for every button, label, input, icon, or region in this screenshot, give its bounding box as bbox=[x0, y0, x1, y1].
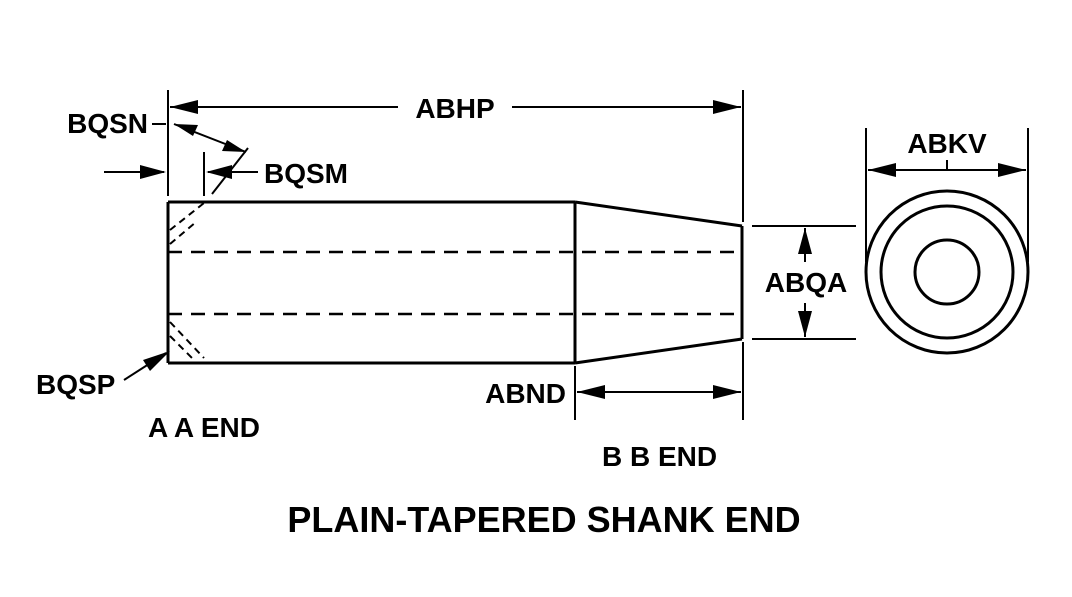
label-abhp: ABHP bbox=[415, 93, 494, 124]
label-bqsn: BQSN bbox=[67, 108, 148, 139]
label-bqsm: BQSM bbox=[264, 158, 348, 189]
diagram-title: PLAIN-TAPERED SHANK END bbox=[287, 499, 800, 540]
chamfer-hidden-lines bbox=[169, 202, 205, 361]
dimension-bqsn bbox=[152, 123, 249, 195]
label-b-end: B B END bbox=[602, 441, 717, 472]
label-abnd: ABND bbox=[485, 378, 566, 409]
dimension-abnd bbox=[574, 342, 744, 420]
dimension-abhp bbox=[167, 90, 744, 222]
label-abkv: ABKV bbox=[907, 128, 987, 159]
hidden-bore-lines bbox=[168, 250, 742, 316]
shank-body bbox=[166, 200, 744, 365]
dimension-abqa bbox=[752, 225, 856, 340]
end-view bbox=[864, 189, 1030, 355]
dimension-abkv bbox=[865, 128, 1029, 262]
label-bqsp: BQSP bbox=[36, 369, 115, 400]
leader-bqsp bbox=[123, 351, 170, 381]
label-a-end: A A END bbox=[148, 412, 260, 443]
dimension-bqsm bbox=[104, 152, 258, 196]
label-abqa: ABQA bbox=[765, 267, 847, 298]
